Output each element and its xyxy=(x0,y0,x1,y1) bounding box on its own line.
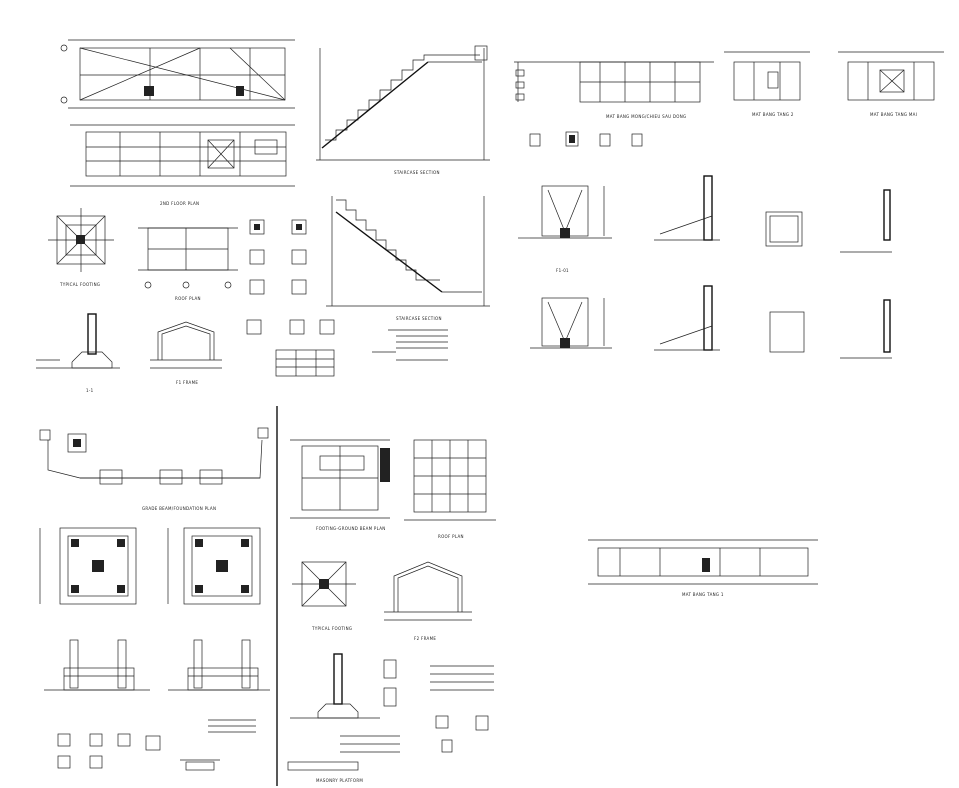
staircase-section-2-title: STAIRCASE SECTION xyxy=(396,316,442,321)
foundation-plan-vn-title: MAT BANG MONG/CHIEU SAU DONG xyxy=(606,114,686,119)
pile-cap-sections xyxy=(44,639,270,771)
small-details-1 xyxy=(246,219,335,377)
staircase-section-1-title: STAIRCASE SECTION xyxy=(394,170,440,175)
roof-plan-2-title: ROOF PLAN xyxy=(438,534,464,539)
floor-plan-tang-1-title: MAT BANG TANG 1 xyxy=(682,592,724,597)
floor-plan-tang-mai: MAT BANG TANG MAI xyxy=(838,51,944,117)
floor-plan-tang-2-title: MAT BANG TANG 2 xyxy=(752,112,794,117)
floor-plan-tang-2: MAT BANG TANG 2 xyxy=(724,51,810,117)
typical-footing-2: TYPICAL FOOTING xyxy=(292,561,356,631)
roof-plan-1-title: ROOF PLAN xyxy=(175,296,201,301)
wall-sections-vn xyxy=(654,175,892,359)
staircase-section-2: STAIRCASE SECTION xyxy=(326,196,490,361)
frame-f1: F1 FRAME xyxy=(150,321,222,385)
footing-ground-beam-plan: FOOTING-GROUND BEAM PLAN xyxy=(290,439,390,531)
frame-f2: F2 FRAME xyxy=(384,561,472,641)
pile-cap-details xyxy=(39,527,261,605)
masonry-platform-title: MASONRY PLATFORM xyxy=(316,778,363,783)
masonry-details: MASONRY PLATFORM xyxy=(287,653,494,783)
footing-ground-beam-plan-title: FOOTING-GROUND BEAM PLAN xyxy=(316,526,386,531)
staircase-section-1: STAIRCASE SECTION xyxy=(316,45,490,175)
floor-plan-2nd: 2ND FLOOR PLAN xyxy=(60,39,295,206)
typical-footing-1: TYPICAL FOOTING xyxy=(48,208,114,287)
frame-f1-title: F1 FRAME xyxy=(176,380,198,385)
floor-plan-tang-1: MAT BANG TANG 1 xyxy=(588,539,818,597)
floor-plan-tang-mai-title: MAT BANG TANG MAI xyxy=(870,112,917,117)
grade-beam-plan-title: GRADE BEAM/FOUNDATION PLAN xyxy=(142,506,216,511)
column-details-vn xyxy=(529,131,643,147)
footing-f1-title: F1-01 xyxy=(556,268,569,273)
floor-plan-2nd-title: 2ND FLOOR PLAN xyxy=(160,201,199,206)
typical-footing-2-title: TYPICAL FOOTING xyxy=(311,626,352,631)
grade-beam-plan: GRADE BEAM/FOUNDATION PLAN xyxy=(39,427,269,511)
foundation-plan-vn: MAT BANG MONG/CHIEU SAU DONG xyxy=(514,61,714,119)
roof-plan-1: ROOF PLAN xyxy=(138,227,238,301)
section-1-1-left: 1-1 xyxy=(36,313,120,393)
roof-plan-2: ROOF PLAN xyxy=(404,439,496,539)
section-1-1-title: 1-1 xyxy=(86,388,94,393)
typical-footing-1-title: TYPICAL FOOTING xyxy=(59,282,100,287)
footing-f1-section: F1-01 xyxy=(518,185,612,349)
frame-f2-title: F2 FRAME xyxy=(414,636,436,641)
